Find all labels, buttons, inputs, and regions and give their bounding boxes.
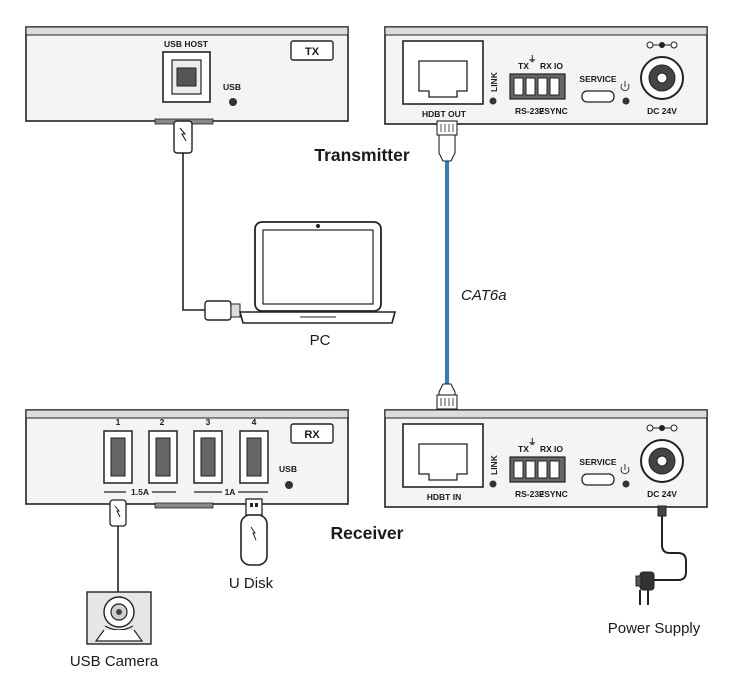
cable-label: CAT6a [461, 287, 507, 304]
usb-icon [179, 127, 187, 142]
tx-serial-rx-label: RX [540, 61, 552, 71]
usb-port-3[interactable] [193, 430, 223, 484]
current-1a-label: 1A [225, 487, 236, 497]
rx-service-port[interactable] [581, 473, 615, 486]
usb-port-2[interactable] [148, 430, 178, 484]
tx-service-label: SERVICE [579, 74, 616, 84]
current-1-5a-label: 1.5A [131, 487, 149, 497]
laptop-icon [238, 221, 397, 324]
usb-port-1[interactable] [103, 430, 133, 484]
rx-serial-rx-label: RX [540, 444, 552, 454]
tx-link-label: LINK [489, 71, 499, 92]
tx-usb-led [229, 98, 237, 106]
power-supply-label: Power Supply [608, 620, 701, 637]
rx-rs232-label: RS-232 [515, 489, 544, 499]
tx-unit: TX USB HOST USB [25, 26, 349, 125]
receiver-panel: HDBT IN LINK TX ⏚ RX IO RS-232 FSYNC SER… [384, 409, 708, 508]
u-disk-label: U Disk [229, 575, 274, 592]
tx-fsync-label: FSYNC [539, 106, 568, 116]
usb-port-4[interactable] [239, 430, 269, 484]
usb-camera-label: USB Camera [70, 653, 159, 670]
tx-badge: TX [290, 40, 334, 61]
tx-link-led [489, 97, 497, 105]
ground-icon: ⏚ [528, 437, 537, 447]
tx-usb-label: USB [223, 82, 241, 92]
rj45-connector-bottom [436, 383, 458, 411]
rx-power-led [622, 480, 630, 488]
camera-usb-cable [109, 499, 127, 592]
tx-service-port[interactable] [581, 90, 615, 103]
usb-connector-pc [204, 300, 232, 321]
rx-dc-label: DC 24V [647, 489, 677, 499]
rx-fsync-label: FSYNC [539, 489, 568, 499]
rx-unit: RX 1 2 3 4 1.5A 1A USB [25, 409, 349, 509]
rx-link-label: LINK [489, 454, 499, 475]
tx-badge-text: TX [305, 46, 320, 58]
usb-port-1-number: 1 [116, 417, 121, 427]
rx-usb-label: USB [279, 464, 297, 474]
ethernet-port-icon [418, 443, 468, 481]
usb-cable-tx-pc [173, 120, 241, 321]
tx-dc-jack[interactable] [640, 56, 684, 100]
rx-usb-led [285, 481, 293, 489]
rx-dc-polarity-icon [646, 424, 678, 432]
rx-service-label: SERVICE [579, 457, 616, 467]
tx-dc-label: DC 24V [647, 106, 677, 116]
transmitter-label: Transmitter [314, 145, 409, 165]
usb-connector-top [173, 120, 193, 154]
usb-port-4-number: 4 [252, 417, 257, 427]
rj45-connector-icon [436, 120, 458, 162]
tx-dc-polarity-icon [646, 41, 678, 49]
cat6a-cable [436, 120, 458, 411]
usb-flash-drive-icon [240, 498, 268, 566]
rx-serial-io-label: IO [554, 444, 563, 454]
pc-label: PC [310, 332, 331, 349]
usb-host-port[interactable] [162, 51, 211, 103]
usb-host-label: USB HOST [164, 39, 209, 49]
tx-phoenix-connector[interactable] [509, 73, 566, 100]
hdbt-in-label: HDBT IN [427, 492, 461, 502]
tx-serial-tx-label: TX [518, 61, 529, 71]
hdbt-in-port[interactable] [402, 423, 484, 488]
power-cable [657, 505, 687, 581]
ground-icon: ⏚ [528, 54, 537, 64]
rx-serial-tx-label: TX [518, 444, 529, 454]
usb-port-2-number: 2 [160, 417, 165, 427]
rx-link-led [489, 480, 497, 488]
tx-power-led [622, 97, 630, 105]
tx-rs232-label: RS-232 [515, 106, 544, 116]
hdbt-out-port[interactable] [402, 40, 484, 105]
transmitter-panel: HDBT OUT LINK TX ⏚ RX IO RS-232 FSYNC SE… [384, 26, 708, 125]
rx-phoenix-connector[interactable] [509, 456, 566, 483]
ethernet-port-icon [418, 60, 468, 98]
hdbt-out-label: HDBT OUT [422, 109, 467, 119]
tx-serial-io-label: IO [554, 61, 563, 71]
power-icon [620, 81, 630, 92]
rx-dc-jack[interactable] [640, 439, 684, 483]
receiver-label: Receiver [331, 523, 404, 543]
usb-port-3-number: 3 [206, 417, 211, 427]
rx-badge-text: RX [304, 429, 320, 441]
power-icon [620, 464, 630, 475]
webcam-icon [86, 591, 152, 645]
rx-badge: RX [290, 423, 334, 444]
power-plug-icon [635, 571, 664, 605]
